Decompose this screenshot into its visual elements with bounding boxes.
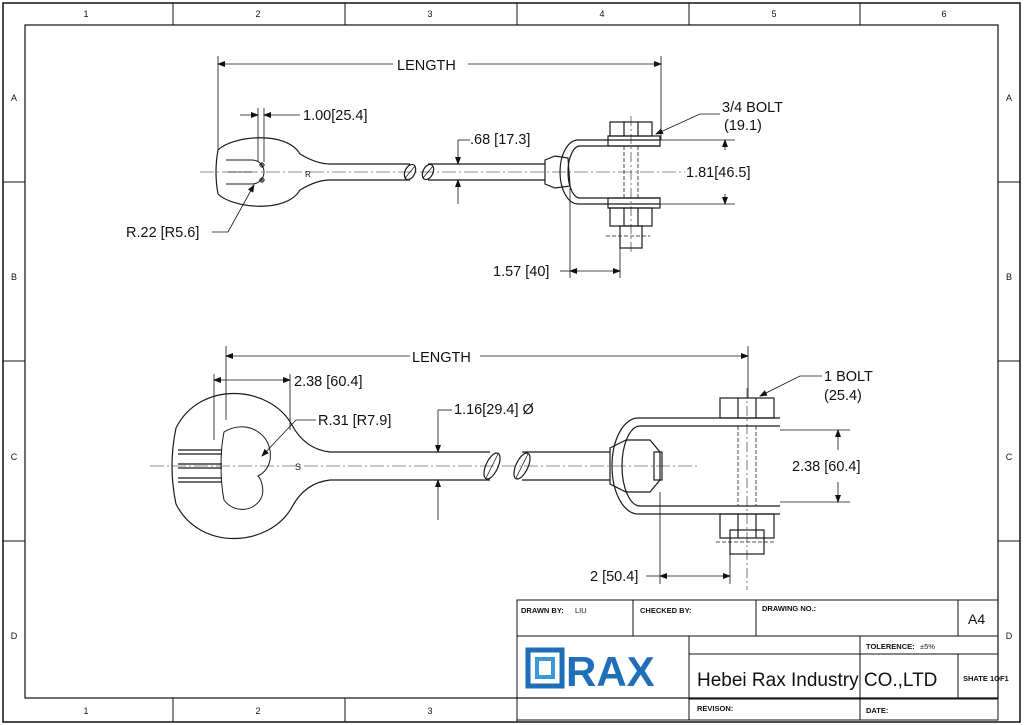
grid-col-bottom-2: 2 (255, 706, 260, 716)
tolerance-label: TOLERENCE: (866, 642, 915, 651)
title-block (516, 599, 999, 721)
grid-col-bottom-1: 1 (83, 706, 88, 716)
lower-rod-dim: 1.16[29.4] Ø (454, 402, 534, 418)
upper-view (200, 116, 685, 255)
lower-dimension-labels: LENGTH 2.38 [60.4] R.31 [R7.9] 1.16[29.4… (294, 350, 873, 585)
upper-dimensions (212, 56, 735, 278)
title-block-text: DRAWN BY: LIU CHECKED BY: DRAWING NO.: A… (521, 604, 1009, 715)
revision-label: REVISON: (697, 704, 733, 713)
grid-row-right-c: C (1006, 452, 1013, 462)
lower-radius-dim: R.31 [R7.9] (318, 413, 391, 429)
lower-eye-inner (220, 426, 271, 510)
upper-rod-dim: .68 [17.3] (470, 132, 530, 148)
tolerance-value: ±5% (920, 642, 935, 651)
lower-dimensions (213, 346, 850, 584)
lower-offset-dim: 2 [50.4] (590, 569, 638, 585)
upper-eye-slot (226, 159, 265, 185)
grid-row-left-d: D (11, 631, 18, 641)
grid-col-top-4: 4 (599, 9, 604, 19)
upper-dimension-labels: LENGTH 1.00[25.4] R.22 [R5.6] .68 [17.3]… (126, 58, 783, 280)
lower-rod-mark: S (295, 462, 301, 472)
upper-radius-dim: R.22 [R5.6] (126, 225, 199, 241)
grid-col-top-3: 3 (427, 9, 432, 19)
size-label: A4 (968, 611, 985, 627)
grid-row-right-a: A (1006, 93, 1012, 103)
lower-clevis (611, 417, 780, 515)
drawn-by-label: DRAWN BY: (521, 606, 564, 615)
lower-length-label: LENGTH (412, 350, 471, 366)
grid-row-left-b: B (11, 272, 17, 282)
upper-offset-dim: 1.57 [40] (493, 264, 549, 280)
grid-row-right-b: B (1006, 272, 1012, 282)
upper-eye-dim: 1.00[25.4] (303, 108, 368, 124)
grid-row-left-a: A (11, 93, 17, 103)
upper-bolt-size: (19.1) (724, 118, 762, 134)
grid-col-top-6: 6 (941, 9, 946, 19)
lower-eye-outline (171, 392, 331, 540)
sheet-number: SHATE 1OF1 (963, 674, 1009, 683)
upper-eye-outline (215, 137, 331, 207)
upper-rod-mark: R (305, 170, 311, 179)
company-name: Hebei Rax Industry CO.,LTD (697, 670, 937, 691)
grid-row-right-d: D (1006, 631, 1013, 641)
logo-text: RAX (566, 648, 655, 695)
upper-clevis-width-dim: 1.81[46.5] (686, 165, 751, 181)
upper-length-label: LENGTH (397, 58, 456, 74)
upper-bolt-label: 3/4 BOLT (722, 100, 783, 116)
grid-labels: 1 2 3 4 5 6 1 2 3 A B C D A B C D (11, 9, 1013, 716)
grid-col-top-2: 2 (255, 9, 260, 19)
drawn-by-value: LIU (575, 606, 587, 615)
grid-row-left-c: C (11, 452, 18, 462)
grid-col-bottom-3: 3 (427, 706, 432, 716)
checked-by-label: CHECKED BY: (640, 606, 692, 615)
grid-col-top-5: 5 (771, 9, 776, 19)
lower-eye-dim: 2.38 [60.4] (294, 374, 363, 390)
lower-bolt-label: 1 BOLT (824, 369, 873, 385)
drawing-no-label: DRAWING NO.: (762, 604, 816, 613)
upper-clevis (559, 139, 660, 205)
grid-col-top-1: 1 (83, 9, 88, 19)
lower-view (150, 388, 780, 590)
lower-clevis-width-dim: 2.38 [60.4] (792, 459, 861, 475)
date-label: DATE: (866, 706, 888, 715)
rax-logo: RAX (525, 647, 655, 695)
lower-bolt-size: (25.4) (824, 388, 862, 404)
